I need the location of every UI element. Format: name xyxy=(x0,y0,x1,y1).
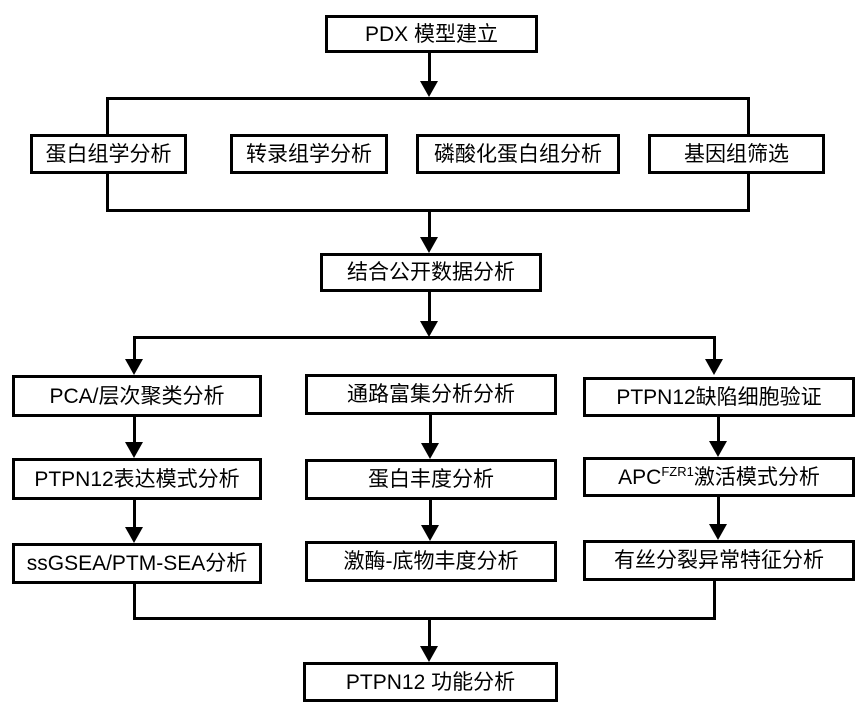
connector-mid-2-line xyxy=(429,500,432,526)
node-kinase-substrate: 激酶-底物丰度分析 xyxy=(305,541,557,582)
node-apc-fzr1-activation: APCFZR1激活模式分析 xyxy=(583,457,855,497)
node-phosphoproteomics-label: 磷酸化蛋白组分析 xyxy=(434,142,602,166)
connector-right-1-line xyxy=(717,417,720,442)
branch-drop-left-line xyxy=(133,336,136,360)
branch-line xyxy=(133,336,716,339)
node-mitotic-abnormality: 有丝分裂异常特征分析 xyxy=(583,540,855,581)
node-genome-screening-label: 基因组筛选 xyxy=(684,142,789,166)
arrowhead-down-icon xyxy=(420,237,438,253)
merge-line xyxy=(133,617,716,620)
node-pca-clustering: PCA/层次聚类分析 xyxy=(12,375,262,417)
node-mitotic-abnormality-label: 有丝分裂异常特征分析 xyxy=(614,549,824,572)
arrowhead-down-icon xyxy=(421,443,439,459)
node-transcriptomics: 转录组学分析 xyxy=(230,134,388,174)
node-proteomics-label: 蛋白组学分析 xyxy=(45,142,172,166)
arrowhead-down-icon xyxy=(125,359,143,375)
node-ssgsea-ptmsea: ssGSEA/PTM-SEA分析 xyxy=(12,543,262,584)
node-ptpn12-deficient-cells: PTPN12缺陷细胞验证 xyxy=(583,377,855,417)
node-phosphoproteomics: 磷酸化蛋白组分析 xyxy=(416,134,620,174)
arrowhead-down-icon xyxy=(709,441,727,457)
node-kinase-substrate-label: 激酶-底物丰度分析 xyxy=(343,550,519,573)
node-ptpn12-expression-label: PTPN12表达模式分析 xyxy=(34,467,240,491)
connector-left-2-line xyxy=(133,500,136,528)
node-protein-abundance-label: 蛋白丰度分析 xyxy=(368,468,494,491)
arrowhead-down-icon xyxy=(420,321,438,337)
connector-mid-1-line xyxy=(429,415,432,444)
arrowhead-down-icon xyxy=(709,524,727,540)
node-pdx-model: PDX 模型建立 xyxy=(325,15,538,53)
merge-right-line xyxy=(713,581,716,620)
node-pathway-enrichment-label: 通路富集分析分析 xyxy=(347,383,515,406)
connector-pdx-omics-line xyxy=(428,53,431,82)
node-proteomics: 蛋白组学分析 xyxy=(30,134,187,174)
connector-omics-public-line xyxy=(428,212,431,238)
connector-left-1-line xyxy=(133,417,136,443)
node-ptpn12-deficient-cells-label: PTPN12缺陷细胞验证 xyxy=(616,385,822,409)
node-transcriptomics-label: 转录组学分析 xyxy=(246,142,372,166)
node-apc-fzr1-activation-label: APCFZR1激活模式分析 xyxy=(618,463,820,489)
node-public-data: 结合公开数据分析 xyxy=(320,253,542,292)
node-genome-screening: 基因组筛选 xyxy=(648,134,825,174)
arrowhead-down-icon xyxy=(421,525,439,541)
arrowhead-down-icon xyxy=(420,646,438,662)
merge-left-line xyxy=(133,584,136,620)
node-ptpn12-expression: PTPN12表达模式分析 xyxy=(12,458,262,500)
connector-right-2-line xyxy=(717,497,720,525)
node-ptpn12-function-label: PTPN12 功能分析 xyxy=(345,670,516,694)
apc-superscript: FZR1 xyxy=(661,463,694,479)
node-ptpn12-function: PTPN12 功能分析 xyxy=(303,662,558,702)
node-pca-clustering-label: PCA/层次聚类分析 xyxy=(49,384,225,408)
branch-drop-right-line xyxy=(713,336,716,360)
connector-merge-function-line xyxy=(428,620,431,647)
arrowhead-down-icon xyxy=(705,359,723,375)
arrowhead-down-icon xyxy=(125,527,143,543)
node-ssgsea-ptmsea-label: ssGSEA/PTM-SEA分析 xyxy=(26,552,248,575)
node-public-data-label: 结合公开数据分析 xyxy=(347,261,515,284)
node-pdx-model-label: PDX 模型建立 xyxy=(364,22,498,46)
node-protein-abundance: 蛋白丰度分析 xyxy=(305,459,557,500)
arrowhead-down-icon xyxy=(420,81,438,97)
node-pathway-enrichment: 通路富集分析分析 xyxy=(305,374,557,415)
connector-public-branch-line xyxy=(428,292,431,322)
arrowhead-down-icon xyxy=(125,442,143,458)
